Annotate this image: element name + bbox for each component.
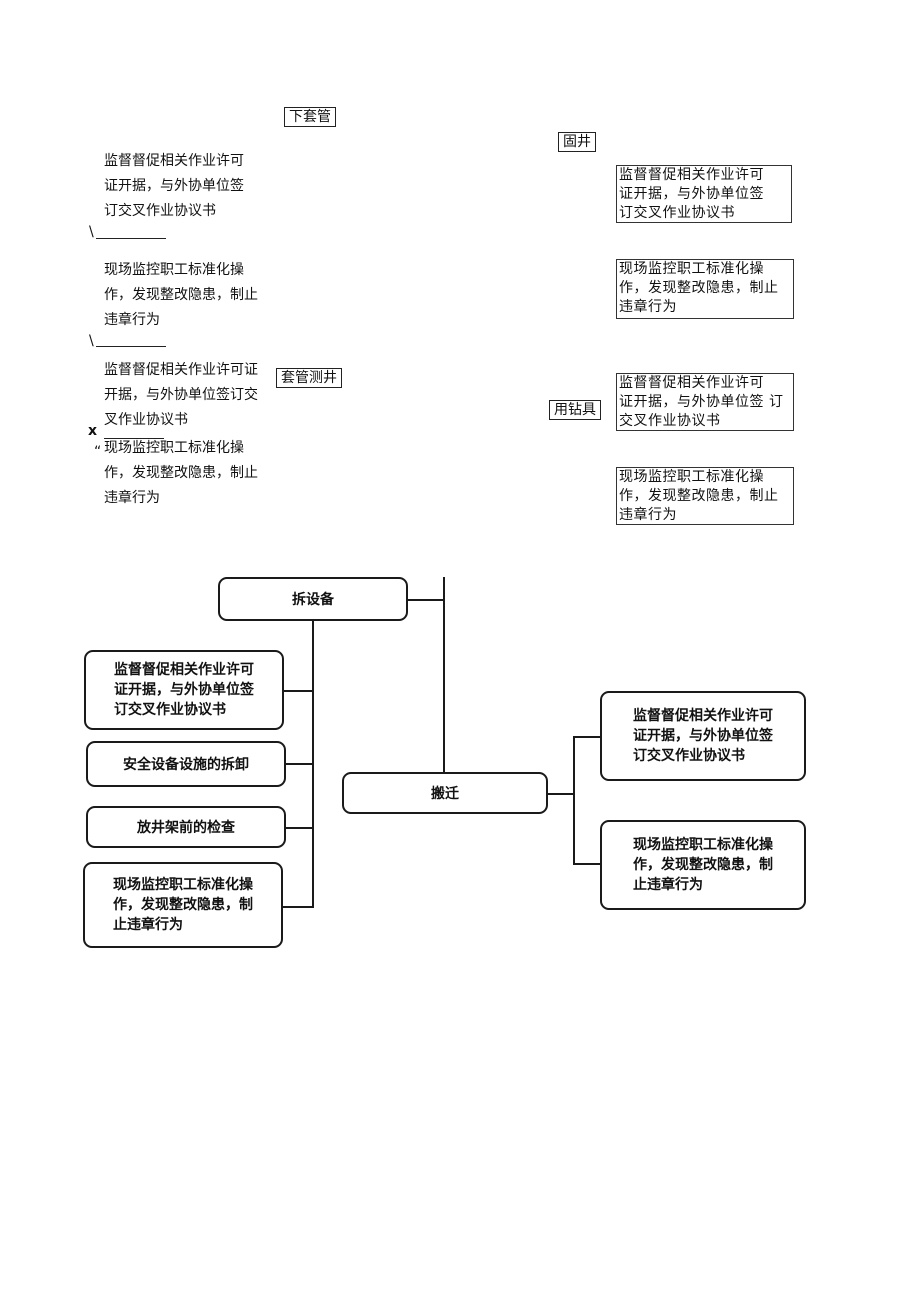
left-text-2: 现场监控职工标准化操 作，发现整改隐患，制止 违章行为 (104, 262, 258, 328)
divider-3 (104, 438, 164, 439)
left-text-4: 现场监控职工标准化操 作，发现整改隐患，制止 违章行为 (104, 440, 258, 506)
left-node-1-text: 监督督促相关作业许可 证开据，与外协单位签 订交叉作业协议书 (114, 662, 254, 718)
backslash-mark-2: \ (89, 333, 94, 349)
left-text-3: 监督督促相关作业许可证 开据，与外协单位签订交 叉作业协议书 (104, 362, 258, 428)
banqian-node: 搬迁 (342, 772, 548, 814)
xiataoguan-label: 下套管 (284, 107, 336, 127)
left-node-1: 监督督促相关作业许可 证开据，与外协单位签 订交叉作业协议书 (84, 650, 284, 730)
right-node-2: 现场监控职工标准化操 作，发现整改隐患，制 止违章行为 (600, 820, 806, 910)
right-node-2-text: 现场监控职工标准化操 作，发现整改隐患，制 止违章行为 (633, 837, 773, 893)
right-node-1-text: 监督督促相关作业许可 证开据，与外协单位签 订交叉作业协议书 (633, 708, 773, 764)
divider-1 (96, 238, 166, 239)
taoguancejing-label: 套管测井 (276, 368, 342, 388)
chaishebei-node: 拆设备 (218, 577, 408, 621)
divider-2 (96, 346, 166, 347)
right-box-1: 监督督促相关作业许可 证开据，与外协单位签 订交叉作业协议书 (616, 165, 792, 223)
left-node-3: 放井架前的检查 (86, 806, 286, 848)
banqian-label: 搬迁 (431, 786, 459, 802)
chaishebei-to-trunk-line (406, 599, 445, 601)
right-box-3: 监督督促相关作业许可 证开据，与外协单位签 订 交叉作业协议书 (616, 373, 794, 431)
left-text-1: 监督督促相关作业许可 证开据，与外协单位签 订交叉作业协议书 (104, 153, 244, 219)
right-box-4: 现场监控职工标准化操 作，发现整改隐患，制止 违章行为 (616, 467, 794, 525)
left-node-2-text: 安全设备设施的拆卸 (123, 757, 249, 773)
right-connector-2 (573, 863, 602, 865)
left-connector-1 (283, 690, 314, 692)
left-connector-4 (281, 906, 314, 908)
left-node-4: 现场监控职工标准化操 作，发现整改隐患，制 止违章行为 (83, 862, 283, 948)
yongzuanju-label: 用钻具 (549, 400, 601, 420)
right-connector-1 (573, 736, 602, 738)
left-connector-2 (285, 763, 314, 765)
left-node-3-text: 放井架前的检查 (137, 820, 235, 836)
x-mark: x (88, 423, 98, 439)
left-connector-3 (285, 827, 314, 829)
left-node-4-text: 现场监控职工标准化操 作，发现整改隐患，制 止违章行为 (113, 877, 253, 933)
gujing-label: 固井 (558, 132, 596, 152)
chaishebei-label: 拆设备 (292, 592, 334, 608)
main-trunk-line (443, 577, 445, 775)
right-branch-line (573, 736, 575, 865)
left-node-2: 安全设备设施的拆卸 (86, 741, 286, 787)
right-box-2: 现场监控职工标准化操 作，发现整改隐患，制止 违章行为 (616, 259, 794, 319)
quote-mark: “ (94, 444, 102, 460)
banqian-to-right-line (546, 793, 574, 795)
right-node-1: 监督督促相关作业许可 证开据，与外协单位签 订交叉作业协议书 (600, 691, 806, 781)
backslash-mark-1: \ (89, 224, 94, 240)
